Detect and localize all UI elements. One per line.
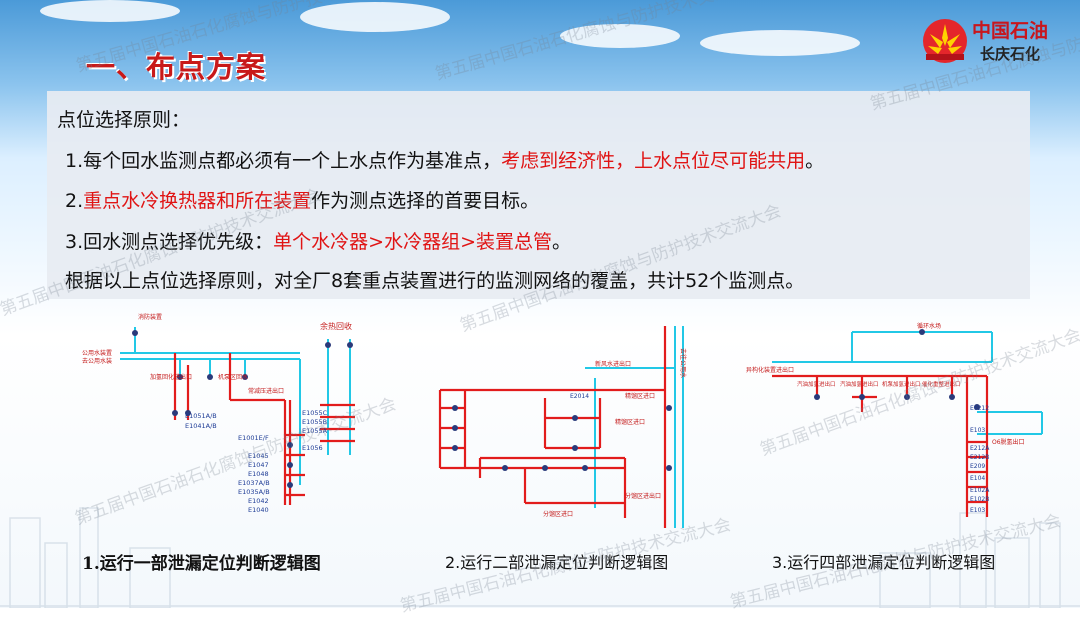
label-right: O6脱氢出口 (992, 438, 1025, 446)
label-mid3: 机泵加氢进出口 (882, 380, 921, 388)
equip-label: E103 (970, 427, 985, 434)
diagram-1: 消防装置 公用水装置 去公用水装 加氢回化进出口 机泵区回水 常减压进出口 余热… (82, 313, 355, 514)
equip-label: E1042 (248, 497, 269, 505)
logo-name: 中国石油 (972, 20, 1049, 42)
equip-label: E212B (970, 454, 989, 461)
label-mid1: 加氢回化进出口 (150, 373, 192, 381)
principle-item-3: 3.回水测点选择优先级：单个水冷器>水冷器组>装置总管。 (65, 231, 572, 253)
label-mid2: 机泵区回水 (218, 373, 248, 381)
equip-label: E1055A (302, 427, 328, 435)
diagram-3: 循环水场 异构化装置进出口 汽油加氢进出口 汽油加氢进出口 机泵加氢进出口 催化… (746, 322, 1043, 517)
principle-item-2: 2.重点水冷换热器和所在装置作为测点选择的首要目标。 (65, 190, 540, 212)
principles-heading: 点位选择原则： (57, 109, 191, 131)
label-mid2: 精馏区进口 (615, 418, 645, 426)
label-supply: 公用水装置 (82, 349, 112, 357)
label-bottom2: 分馏区进口 (543, 510, 573, 518)
equip-label: E1045 (248, 452, 269, 460)
equip-label: E1040 (248, 506, 269, 514)
principle-item-1: 1.每个回水监测点都必须有一个上水点作为基准点，考虑到经济性，上水点位尽可能共用… (65, 150, 825, 172)
label-left: 异构化装置进出口 (746, 366, 794, 374)
equip-label: E1047 (248, 461, 269, 469)
diagram-2-caption: 2.运行二部泄漏定位判断逻辑图 (445, 553, 669, 572)
equip-label: E102A (970, 487, 990, 494)
equip-label: E1037A/B (238, 479, 270, 487)
equip-label: E2014 (570, 393, 589, 400)
equip-label: E209 (970, 463, 985, 470)
principles-summary: 根据以上点位选择原则，对全厂8套重点装置进行的监测网络的覆盖，共计52个监测点。 (65, 270, 805, 292)
cloud-decoration (560, 24, 680, 48)
label-fire: 消防装置 (138, 313, 162, 321)
equip-label: E1055B (302, 418, 327, 426)
label-bottom1: 分馏区进出口 (625, 492, 661, 500)
principles-panel (47, 91, 1030, 299)
equip-label: E102B (970, 496, 989, 503)
equip-label: E1056 (302, 444, 323, 452)
diagram-1-caption: 1.运行一部泄漏定位判断逻辑图 (82, 554, 321, 574)
cloud-decoration (700, 30, 860, 56)
label-mid4: 催化重整进出口 (922, 380, 961, 388)
label-left: 新风水进出口 (595, 360, 631, 368)
equip-label: E0212 (970, 405, 989, 412)
label-mid1: 汽油加氢进出口 (797, 380, 836, 388)
equip-label: E104 (970, 475, 985, 482)
diagram-2: 去往公用水 新风水进出口 精馏区进口 精馏区进口 分馏区进出口 分馏区进口 E2… (438, 326, 687, 528)
equip-label: E103 (970, 507, 985, 514)
cloud-decoration (300, 2, 450, 32)
label-mid1: 精馏区进口 (625, 392, 655, 400)
equip-label: E212A (970, 445, 990, 452)
logo-subname: 长庆石化 (980, 45, 1041, 63)
page-title: 一、布点方案 (86, 50, 267, 84)
diagram-3-caption: 3.运行四部泄漏定位判断逻辑图 (772, 553, 996, 572)
equip-label: E1048 (248, 470, 269, 478)
equip-label: E1001E/F (238, 434, 269, 442)
label-top: 循环水场 (917, 322, 941, 330)
petrochina-logo-icon (923, 19, 967, 63)
label-mid2: 汽油加氢进出口 (840, 380, 879, 388)
equip-label: E1041A/B (185, 422, 217, 430)
city-skyline-decoration (0, 507, 1080, 608)
label-heat: 余热回收 (320, 321, 352, 331)
equip-label: E1035A/B (238, 488, 270, 496)
label-mid3: 常减压进出口 (248, 387, 284, 395)
label-return: 去公用水装 (82, 357, 112, 365)
equip-label: E1051A/B (185, 412, 217, 420)
label-top: 去往公用水 (679, 348, 687, 378)
company-logo: 中国石油 长庆石化 (920, 14, 1070, 70)
equip-label: E1055C (302, 409, 328, 417)
cloud-decoration (40, 0, 180, 22)
